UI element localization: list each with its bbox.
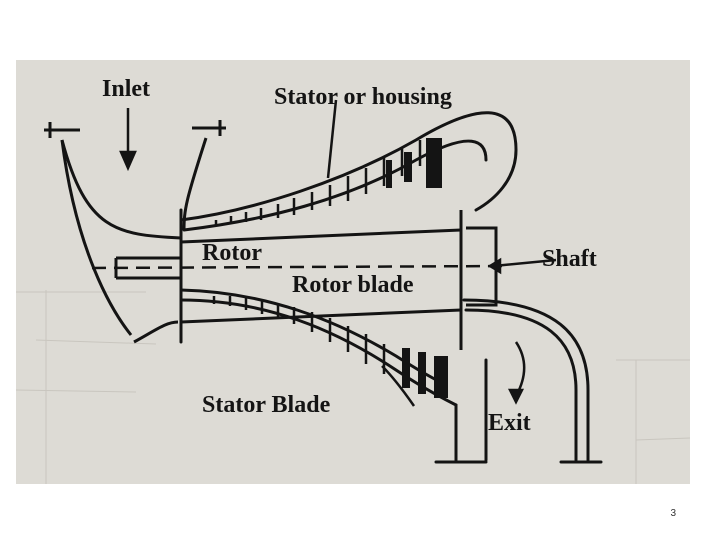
exit-arrow bbox=[514, 341, 526, 397]
label-rotor: Rotor bbox=[202, 240, 262, 266]
scan-texture bbox=[16, 290, 690, 484]
label-shaft: Shaft bbox=[542, 246, 597, 272]
rotor-body bbox=[180, 210, 498, 350]
stator-housing-upper bbox=[179, 111, 518, 344]
arrows bbox=[119, 99, 557, 407]
lower-stator-blades bbox=[212, 296, 386, 374]
label-inlet: Inlet bbox=[102, 76, 150, 102]
housing-leader bbox=[326, 99, 338, 179]
inlet-arrow-head bbox=[119, 150, 137, 172]
label-exit: Exit bbox=[488, 410, 531, 436]
shaft-arrow-head bbox=[487, 257, 502, 275]
label-stator-blade: Stator Blade bbox=[202, 392, 331, 418]
diagram-svg: Inlet Stator or housing Rotor Shaft Roto… bbox=[16, 76, 690, 484]
shaft-leader bbox=[493, 258, 557, 268]
exit-duct bbox=[462, 298, 603, 464]
centerline bbox=[91, 264, 507, 270]
compressor-diagram: Inlet Stator or housing Rotor Shaft Roto… bbox=[16, 60, 690, 484]
stator-blade-leader bbox=[381, 365, 416, 407]
label-stator-housing: Stator or housing bbox=[274, 84, 452, 110]
lower-dark-blades bbox=[402, 348, 448, 398]
label-rotor-blade: Rotor blade bbox=[292, 272, 414, 298]
page-number: 3 bbox=[670, 508, 676, 519]
upper-stator-blades bbox=[214, 140, 422, 226]
exit-arrow-head bbox=[507, 388, 525, 405]
upper-dark-blades bbox=[386, 138, 442, 188]
